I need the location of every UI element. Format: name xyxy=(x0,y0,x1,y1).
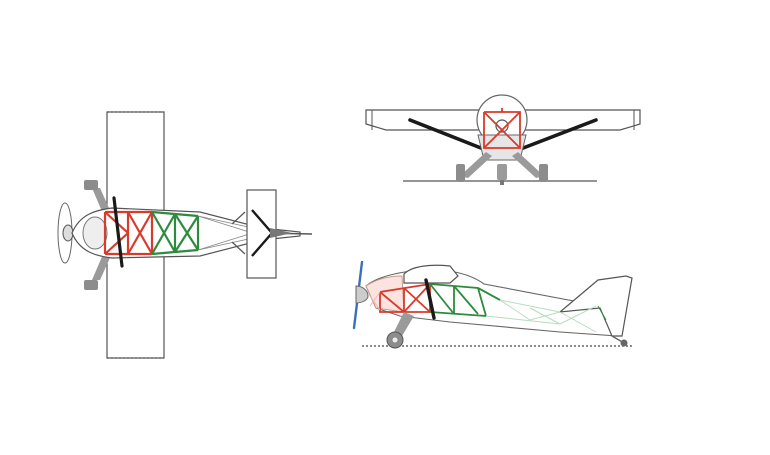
front-view-landing-gear xyxy=(456,152,548,185)
side-view-light-green-frame xyxy=(485,299,597,333)
top-view-red-frame xyxy=(103,210,154,256)
front-view xyxy=(365,94,641,185)
side-view-light-red-frame xyxy=(369,291,381,311)
side-view xyxy=(352,260,634,349)
side-view-wing-struts xyxy=(424,278,436,320)
top-view xyxy=(57,111,313,359)
top-view-horizontal-stabilizer xyxy=(231,189,292,279)
side-view-green-frame xyxy=(429,283,501,317)
top-view-green-frame xyxy=(151,210,200,256)
side-view-landing-gear xyxy=(386,312,628,349)
top-view-wing-struts xyxy=(112,196,124,268)
front-view-red-frame xyxy=(483,108,521,149)
top-view-propeller xyxy=(57,202,74,264)
front-view-wing-struts xyxy=(408,118,598,152)
side-view-wing xyxy=(403,264,459,284)
side-view-propeller xyxy=(352,260,369,330)
